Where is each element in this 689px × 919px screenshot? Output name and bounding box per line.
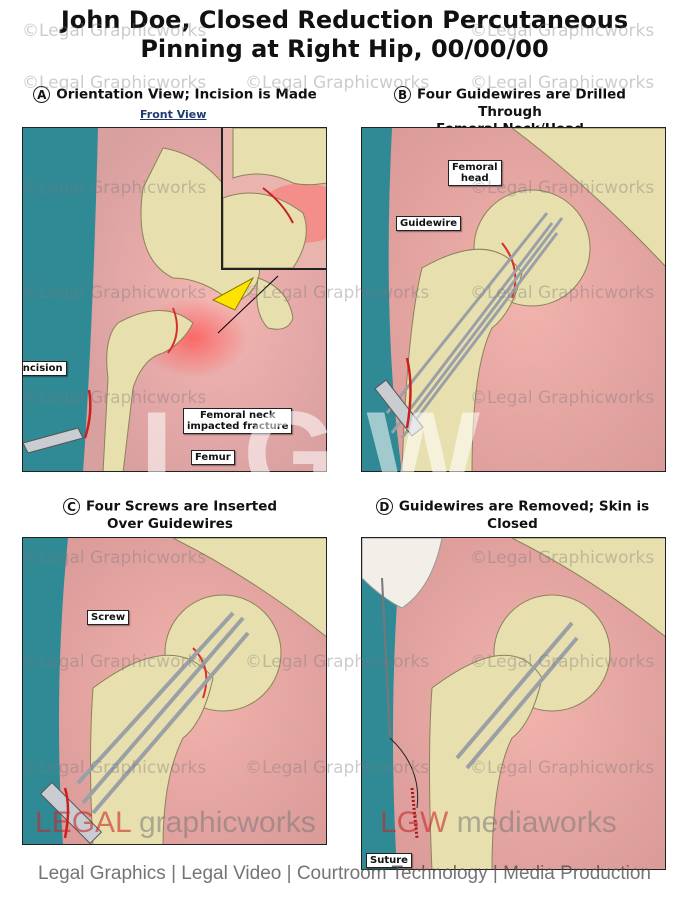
brand-lgw: LGW (380, 806, 449, 839)
caption-d-text: Guidewires are Removed; Skin is Closed (398, 498, 650, 532)
panel-b-art (362, 128, 665, 471)
panel-a-inset (221, 128, 326, 270)
caption-b-line1: Four Guidewires are Drilled Through (417, 86, 626, 120)
brand-legal-graphicworks: LEGAL graphicworks (35, 806, 316, 840)
panel-c-art (23, 538, 326, 844)
caption-a: A Orientation View; Incision is Made (30, 86, 320, 104)
panel-d-illustration: Suture (361, 537, 666, 870)
brand-graphicworks: graphicworks (138, 806, 316, 839)
caption-c: C Four Screws are Inserted Over Guidewire… (60, 498, 280, 533)
panel-d-art (362, 538, 665, 869)
footer-tagline: Legal Graphics | Legal Video | Courtroom… (38, 863, 651, 884)
panel-a-inset-art (223, 128, 326, 268)
label-head-line2: head (460, 173, 489, 184)
badge-d: D (375, 498, 393, 515)
caption-c-line2: Over Guidewires (107, 515, 233, 532)
page-title: John Doe, Closed Reduction Percutaneous … (0, 6, 689, 64)
title-line1: John Doe, Closed Reduction Percutaneous (60, 6, 629, 34)
label-femoral-neck-fracture: Femoral neck impacted fracture (183, 408, 293, 434)
badge-b: B (394, 86, 412, 103)
label-incision: Incision (23, 361, 67, 376)
label-fracture-line2: impacted fracture (187, 421, 289, 432)
label-guidewire: Guidewire (396, 216, 462, 231)
label-head-line1: Femoral (452, 162, 498, 173)
label-screw: Screw (87, 610, 130, 625)
badge-a: A (33, 86, 51, 103)
label-femoral-head: Femoral head (448, 160, 502, 186)
title-line2: Pinning at Right Hip, 00/00/00 (140, 35, 549, 63)
caption-d: D Guidewires are Removed; Skin is Closed (355, 498, 670, 533)
caption-a-text: Orientation View; Incision is Made (56, 86, 317, 103)
brand-legal: LEGAL (35, 806, 131, 839)
front-view-label: Front View (140, 108, 207, 121)
panel-c-illustration: Screw (22, 537, 327, 845)
label-femur: Femur (191, 450, 235, 465)
brand-lgw-mediaworks: LGW mediaworks (380, 806, 617, 840)
brand-mediaworks: mediaworks (456, 806, 617, 839)
panel-b-illustration: Femoral head Guidewire (361, 127, 666, 472)
caption-c-line1: Four Screws are Inserted (85, 498, 278, 515)
panel-a-illustration: Incision Femoral neck impacted fracture … (22, 127, 327, 472)
badge-c: C (62, 498, 80, 515)
label-suture: Suture (366, 853, 412, 868)
label-fracture-line1: Femoral neck (199, 410, 276, 421)
